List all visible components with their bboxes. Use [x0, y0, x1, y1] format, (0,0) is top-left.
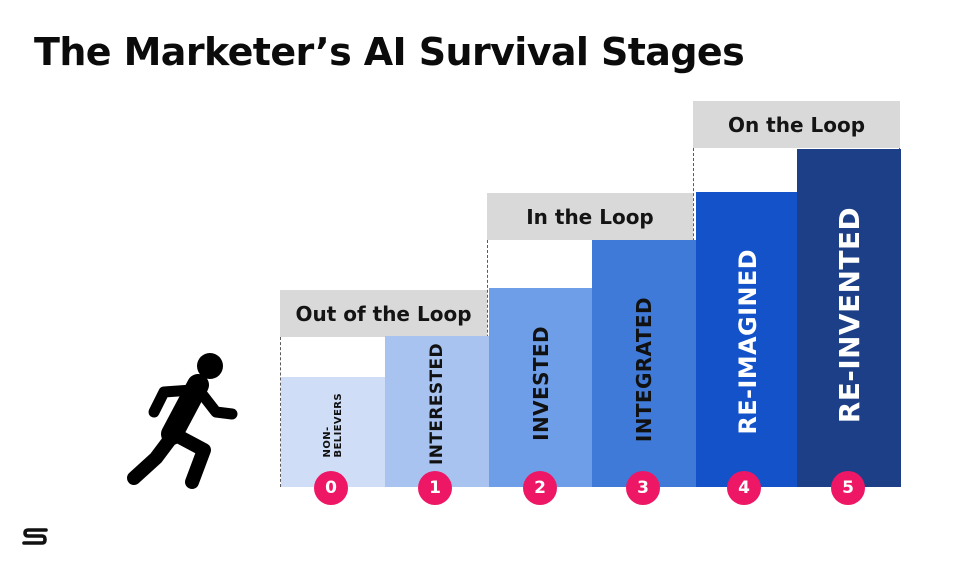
group-label-on-the-loop: On the Loop: [693, 101, 900, 148]
stage-bar-4: RE-IMAGINED: [696, 192, 800, 487]
stage-number-badge: 1: [418, 471, 452, 505]
stage-bar-5: RE-INVENTED: [797, 149, 901, 487]
brand-logo-icon: [22, 528, 48, 545]
group-label-out-of-the-loop: Out of the Loop: [280, 290, 487, 337]
stage-bar-2: INVESTED: [489, 288, 593, 487]
stage-label: INVESTED: [529, 326, 553, 441]
stage-label: RE-IMAGINED: [734, 249, 762, 435]
stage-number-badge: 3: [626, 471, 660, 505]
stage-bar-1: INTERESTED: [385, 336, 489, 487]
group-label-in-the-loop: In the Loop: [487, 193, 693, 240]
stage-number-badge: 2: [523, 471, 557, 505]
stage-label: INTERESTED: [427, 342, 447, 465]
stage-label: NON- BELIEVERS: [322, 392, 344, 457]
stage-number-badge: 5: [831, 471, 865, 505]
stage-number-badge: 0: [314, 471, 348, 505]
group-divider: [280, 337, 281, 487]
stage-label: RE-INVENTED: [832, 206, 866, 423]
stage-number-badge: 4: [727, 471, 761, 505]
page-title: The Marketer’s AI Survival Stages: [34, 30, 745, 74]
stage-bar-0: NON- BELIEVERS: [281, 377, 385, 487]
stage-bar-3: INTEGRATED: [592, 240, 696, 487]
running-person-icon: [127, 353, 238, 489]
stage-label: INTEGRATED: [632, 296, 656, 442]
